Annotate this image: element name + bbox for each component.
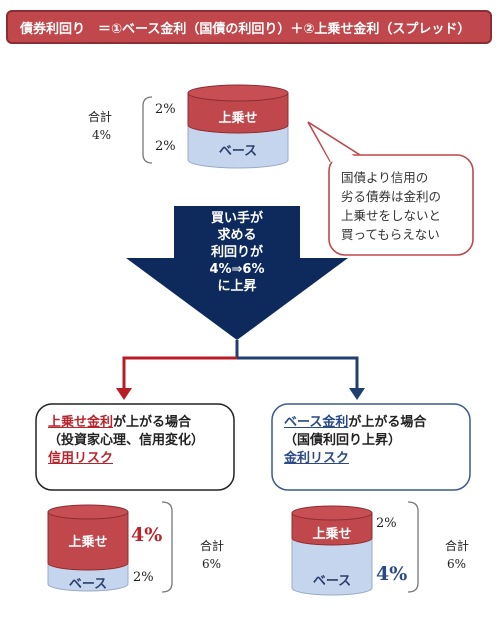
left-case-box: 上乗せ金利が上がる場合 （投資家心理、信用変化） 信用リスク xyxy=(38,406,232,488)
top-lower-layer-label: ベース xyxy=(218,144,258,159)
left-total-value: 6% xyxy=(202,557,222,571)
left-case-line1-rest: が上がる場合 xyxy=(113,415,192,430)
callout-line: 買ってもらえない xyxy=(341,227,440,242)
left-lower-layer-label: ベース xyxy=(68,577,108,592)
down-arrow-text: 買い手が 求める 利回りが 4%⇒6% に上昇 xyxy=(180,210,294,295)
left-lower-value: 2% xyxy=(133,570,154,585)
arrow-line: 利回りが xyxy=(210,245,263,260)
right-case-line1: ベース金利が上がる場合 xyxy=(284,414,458,432)
right-total-label: 合計 xyxy=(445,539,470,553)
branch-connectors xyxy=(116,340,365,400)
formula-header: 債券利回り ＝①ベース金利（国債の利回り）＋②上乗せ金利（スプレッド） xyxy=(6,10,492,44)
arrow-line: 4%⇒6% xyxy=(209,262,265,277)
callout-shape xyxy=(307,121,474,256)
top-total-label: 合計 xyxy=(88,110,113,124)
right-case-line1-rest: が上がる場合 xyxy=(348,415,427,430)
left-total-label: 合計 xyxy=(200,539,225,553)
left-bracket xyxy=(161,501,173,593)
right-case-box-border xyxy=(271,403,471,491)
right-case-highlight: ベース金利 xyxy=(284,415,349,430)
right-case-line2: （国債利回り上昇） xyxy=(284,433,402,448)
top-bracket xyxy=(142,96,153,164)
left-upper-layer-label: 上乗せ xyxy=(68,535,108,550)
callout-line: 上乗せをしないと xyxy=(341,208,442,223)
left-case-line2: （投資家心理、信用変化） xyxy=(48,433,205,448)
left-cylinder xyxy=(47,504,129,592)
top-cylinder xyxy=(187,84,289,169)
arrow-line: に上昇 xyxy=(217,279,257,294)
top-lower-value: 2% xyxy=(155,139,176,154)
right-bracket xyxy=(407,501,419,593)
left-upper-value: 4% xyxy=(131,524,163,546)
down-arrow-shape xyxy=(126,206,348,340)
right-cylinder xyxy=(291,505,373,596)
right-upper-layer-label: 上乗せ xyxy=(312,527,352,542)
right-total-value: 6% xyxy=(447,557,467,571)
top-upper-layer-label: 上乗せ xyxy=(218,111,258,126)
right-case-risk: 金利リスク xyxy=(284,451,350,466)
right-case-box: ベース金利が上がる場合 （国債利回り上昇） 金利リスク xyxy=(274,406,468,488)
callout-line: 劣る債券は金利の xyxy=(341,189,442,204)
top-upper-value: 2% xyxy=(155,102,176,117)
right-upper-value: 2% xyxy=(376,516,397,531)
callout-line: 国債より信用の xyxy=(341,170,429,185)
left-case-line1: 上乗せ金利が上がる場合 xyxy=(48,414,222,432)
formula-text: 債券利回り ＝①ベース金利（国債の利回り）＋②上乗せ金利（スプレッド） xyxy=(20,21,471,37)
right-lower-layer-label: ベース xyxy=(312,574,352,589)
left-case-risk: 信用リスク xyxy=(48,451,114,466)
right-lower-value: 4% xyxy=(376,563,408,585)
left-case-box-border xyxy=(35,403,235,491)
callout-text: 国債より信用の 劣る債券は金利の 上乗せをしないと 買ってもらえない xyxy=(341,168,467,244)
top-total-value: 4% xyxy=(92,128,112,142)
left-case-highlight: 上乗せ金利 xyxy=(48,415,114,430)
arrow-line: 求める xyxy=(217,228,257,243)
arrow-line: 買い手が xyxy=(210,211,263,226)
